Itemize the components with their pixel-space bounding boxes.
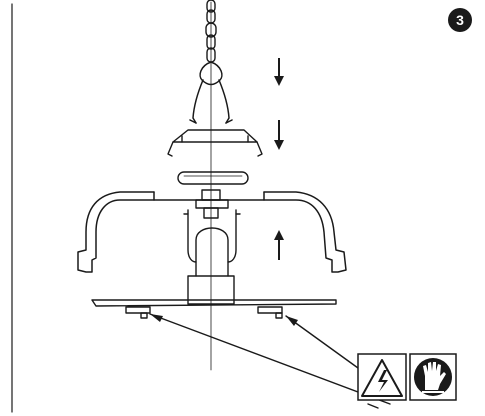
socket-assembly	[183, 189, 241, 277]
step-badge: 3	[448, 8, 472, 32]
arrow-down-icon	[274, 58, 284, 86]
arrow-up-icon	[274, 230, 284, 260]
protective-gloves-icon	[409, 353, 457, 401]
spring-hook	[189, 61, 233, 124]
pointer-arrowhead-left	[150, 314, 163, 322]
pointer-lines	[149, 313, 391, 409]
suspension-chain	[205, 0, 217, 63]
bottom-plate	[91, 299, 337, 319]
pointer-arrowhead-right	[286, 316, 298, 326]
arrow-down-icon	[274, 120, 284, 150]
mounting-bracket	[167, 129, 263, 157]
step-number: 3	[456, 12, 464, 28]
cover-plate	[177, 171, 249, 185]
ballast-block	[187, 275, 235, 305]
lamp-housing	[77, 191, 347, 273]
electrical-hazard-warning-icon	[357, 353, 407, 401]
